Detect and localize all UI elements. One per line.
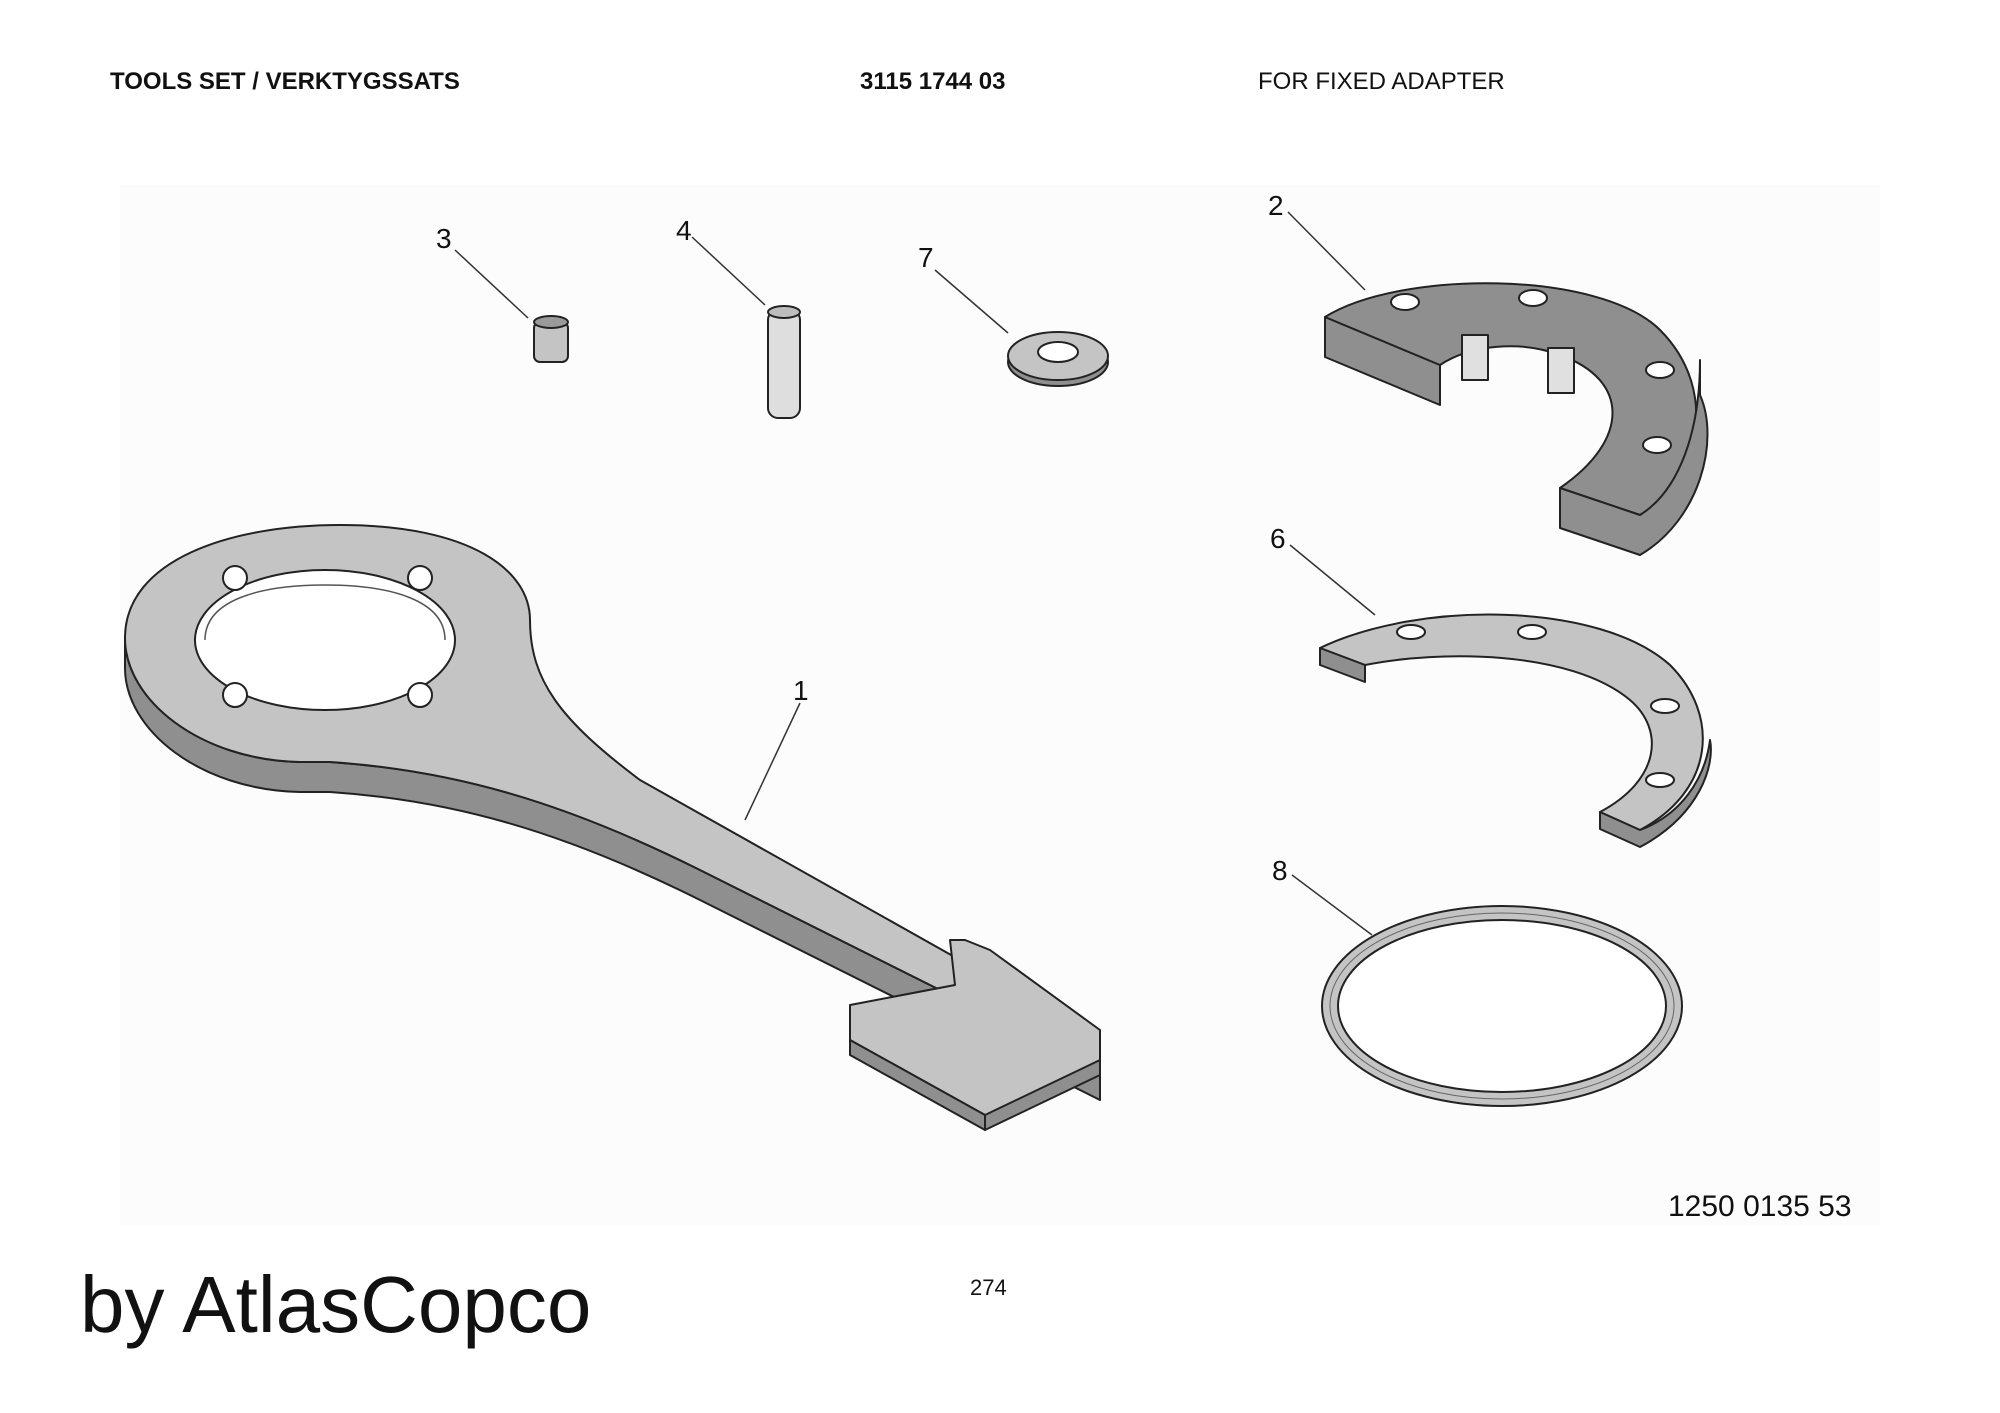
- thin-segment-ring-part: [1319, 613, 1712, 848]
- washer-part: [1007, 331, 1109, 387]
- page-number: 274: [970, 1275, 1007, 1300]
- callout-8: 8: [1272, 855, 1288, 886]
- drawing-number: 1250 0135 53: [1668, 1190, 1852, 1223]
- callout-4: 4: [676, 215, 692, 246]
- page-subtitle: FOR FIXED ADAPTER: [1258, 68, 1505, 95]
- short-pin-part: [533, 315, 569, 363]
- thick-segment-ring-part: [1324, 282, 1709, 556]
- callout-7: 7: [918, 242, 934, 273]
- ring-part: [1321, 905, 1683, 1107]
- callout-6: 6: [1270, 523, 1286, 554]
- part-number: 3115 1744 03: [860, 68, 1006, 95]
- callout-2: 2: [1268, 190, 1284, 221]
- long-pin-part: [767, 305, 801, 419]
- brand-text: by AtlasCopco: [80, 1260, 592, 1349]
- wrench-part: [124, 524, 1101, 1131]
- callout-1: 1: [793, 675, 809, 706]
- callout-3: 3: [436, 223, 452, 254]
- page-title: TOOLS SET / VERKTYGSSATS: [110, 68, 460, 95]
